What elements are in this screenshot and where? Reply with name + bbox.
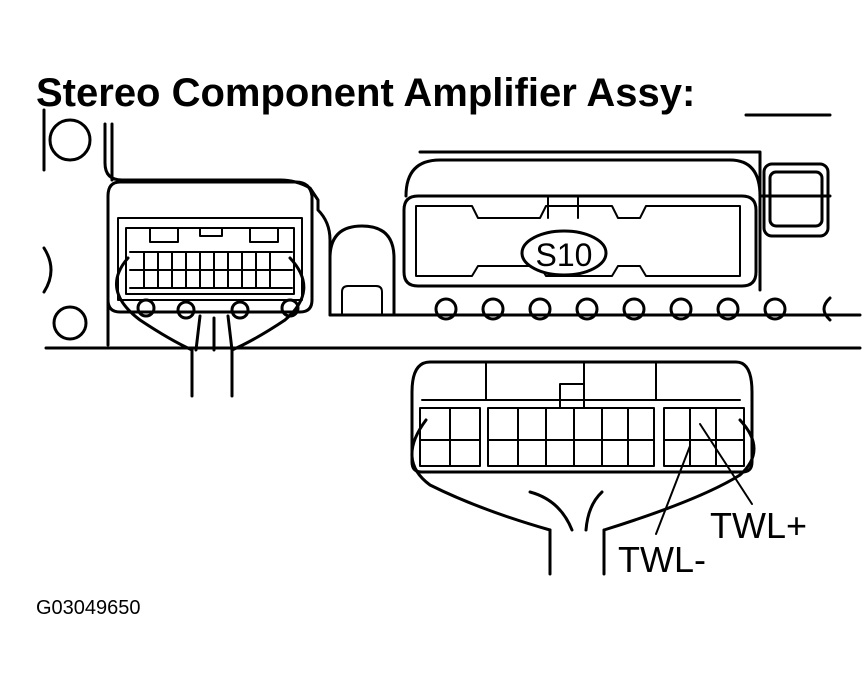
pin-label-twl-minus: TWL- (618, 539, 706, 580)
header-pin-holes (434, 296, 832, 322)
small-connector-pin-grid (129, 251, 293, 289)
pin-label-twl-plus: TWL+ (710, 505, 807, 546)
housing-bracket (328, 224, 396, 317)
figure-code: G03049650 (36, 597, 141, 619)
twl-plus-leader (699, 423, 753, 505)
mounting-hole-top (48, 118, 92, 162)
housing-square-tab (768, 170, 824, 228)
connector-label-s10: S10 (536, 237, 593, 273)
diagram-title: Stereo Component Amplifier Assy: (36, 71, 695, 115)
mounting-hole-bottom (52, 305, 88, 341)
housing-connector-small (106, 180, 314, 398)
s10-label-ellipse (520, 229, 608, 277)
amplifier-housing (42, 108, 862, 350)
housing-header-s10: S10 (402, 158, 832, 322)
plug-pin-grid (419, 407, 745, 467)
harness-plug-connector (410, 360, 756, 576)
twl-minus-leader (655, 445, 691, 535)
